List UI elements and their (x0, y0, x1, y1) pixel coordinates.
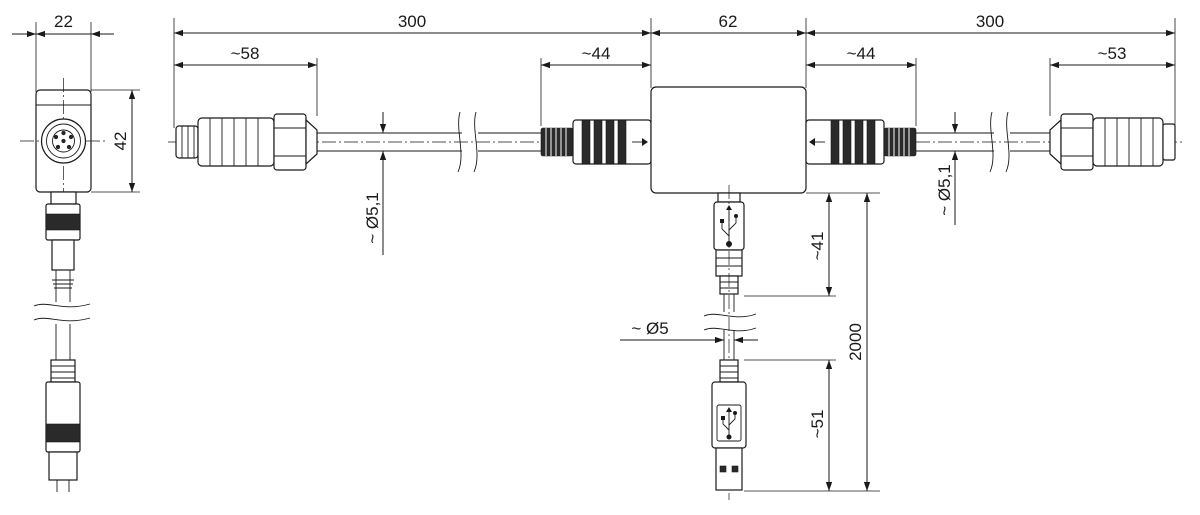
m12-socket-icon (40, 118, 87, 164)
dim-overmold-left: ~44 (582, 44, 611, 63)
usb-cable: ~ Ø5 (620, 185, 758, 500)
right-cable: ~ Ø5,1 (916, 111, 1050, 225)
dim-diameter-left: ~ Ø5,1 (363, 192, 382, 244)
dim-diameter-right: ~ Ø5,1 (935, 164, 954, 216)
side-view: 22 42 (12, 12, 140, 492)
left-overmold (540, 119, 652, 165)
interface-box (650, 86, 807, 194)
usb-symbol-icon (721, 407, 737, 440)
right-m12-connector (1049, 113, 1176, 171)
usb-dimensions: ~41 ~51 2000 (744, 192, 880, 492)
dim-side-height: 42 (111, 132, 130, 151)
dim-box-width: 62 (719, 12, 738, 31)
usb-a-plug (711, 359, 747, 491)
dim-usb-diameter: ~ Ø5 (631, 319, 668, 338)
top-dimensions: 300 62 300 ~58 ~44 ~44 ~53 (173, 12, 1176, 128)
dim-side-width: 22 (54, 12, 73, 31)
dim-overmold-right: ~44 (847, 44, 876, 63)
arrow-right-icon (632, 138, 648, 146)
dim-connector-right: ~53 (1098, 44, 1127, 63)
right-overmold (805, 119, 917, 165)
arrow-left-icon (809, 138, 825, 146)
dim-cable-left: 300 (398, 12, 426, 31)
dim-connector-left: ~58 (231, 44, 260, 63)
dim-cable-right: 300 (976, 12, 1004, 31)
dim-usb-upper: ~41 (808, 232, 827, 261)
dim-usb-total: 2000 (846, 323, 865, 361)
left-m12-connector (175, 113, 318, 171)
dim-usb-lower: ~51 (808, 410, 827, 439)
left-cable: ~ Ø5,1 (317, 111, 541, 255)
side-cable (33, 191, 91, 492)
